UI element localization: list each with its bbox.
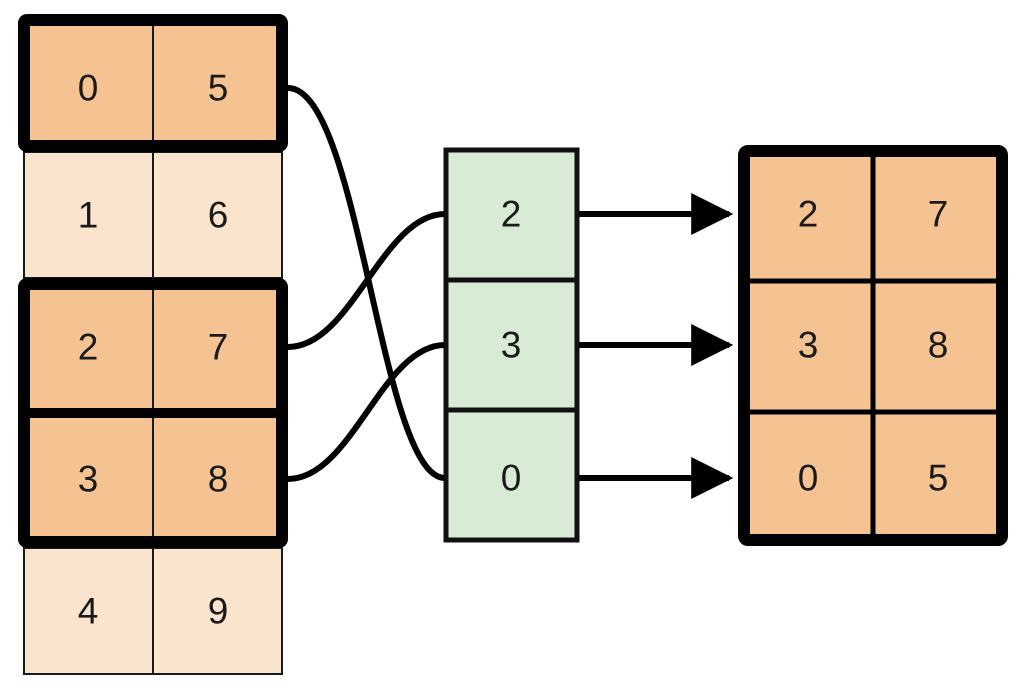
- source-highlight-box-row0: [18, 14, 288, 152]
- result-row-2-key: 0: [798, 458, 819, 499]
- index-cell-1-bg: [443, 277, 580, 413]
- index-cell-2-bg: [443, 407, 580, 543]
- connector-curves: [285, 85, 448, 482]
- source-row-1[interactable]: 1 6: [23, 151, 283, 279]
- source-highlight-box-rows23: [18, 278, 288, 548]
- result-row-1-value: 8: [928, 325, 949, 366]
- source-row-4[interactable]: 4 9: [23, 547, 283, 675]
- result-row-2[interactable]: 0 5: [798, 458, 949, 499]
- result-row-0[interactable]: 2 7: [798, 194, 949, 235]
- result-table: 2 7 3 8 0 5: [738, 145, 1008, 546]
- result-row-1-key: 3: [798, 325, 819, 366]
- source-row-2-value: 7: [208, 327, 229, 368]
- source-row-3-key: 3: [78, 459, 99, 500]
- index-column: 2 3 0: [443, 147, 580, 543]
- source-row-0-value: 5: [208, 68, 229, 109]
- result-table-border: [738, 145, 1008, 546]
- connector-row3-to-index1: [285, 342, 448, 482]
- result-arrows: [579, 193, 734, 499]
- index-cell-2-value: 0: [501, 458, 522, 499]
- source-row-2-key: 2: [78, 327, 99, 368]
- index-cell-0[interactable]: 2: [443, 147, 580, 283]
- source-row-2[interactable]: 2 7: [24, 284, 282, 410]
- index-cell-1-value: 3: [501, 325, 522, 366]
- result-row-1[interactable]: 3 8: [798, 325, 949, 366]
- result-row-0-value: 7: [928, 194, 949, 235]
- source-row-0[interactable]: 0 5: [24, 20, 282, 146]
- index-cell-1[interactable]: 3: [443, 277, 580, 413]
- result-row-0-key: 2: [798, 194, 819, 235]
- source-row-1-value: 6: [208, 195, 229, 236]
- result-row-2-value: 5: [928, 458, 949, 499]
- source-row-3[interactable]: 3 8: [24, 416, 282, 542]
- connector-row0-to-index2: [285, 85, 448, 481]
- index-cell-2[interactable]: 0: [443, 407, 580, 543]
- source-row-1-key: 1: [78, 195, 99, 236]
- index-cell-0-bg: [443, 147, 580, 283]
- source-table: 0 5 1 6 2 7 3 8: [18, 14, 288, 675]
- source-row-0-key: 0: [78, 68, 99, 109]
- source-row-3-value: 8: [208, 459, 229, 500]
- connector-row2-to-index0: [285, 211, 448, 350]
- index-cell-0-value: 2: [501, 194, 522, 235]
- source-row-4-value: 9: [208, 591, 229, 632]
- source-row-4-key: 4: [78, 591, 99, 632]
